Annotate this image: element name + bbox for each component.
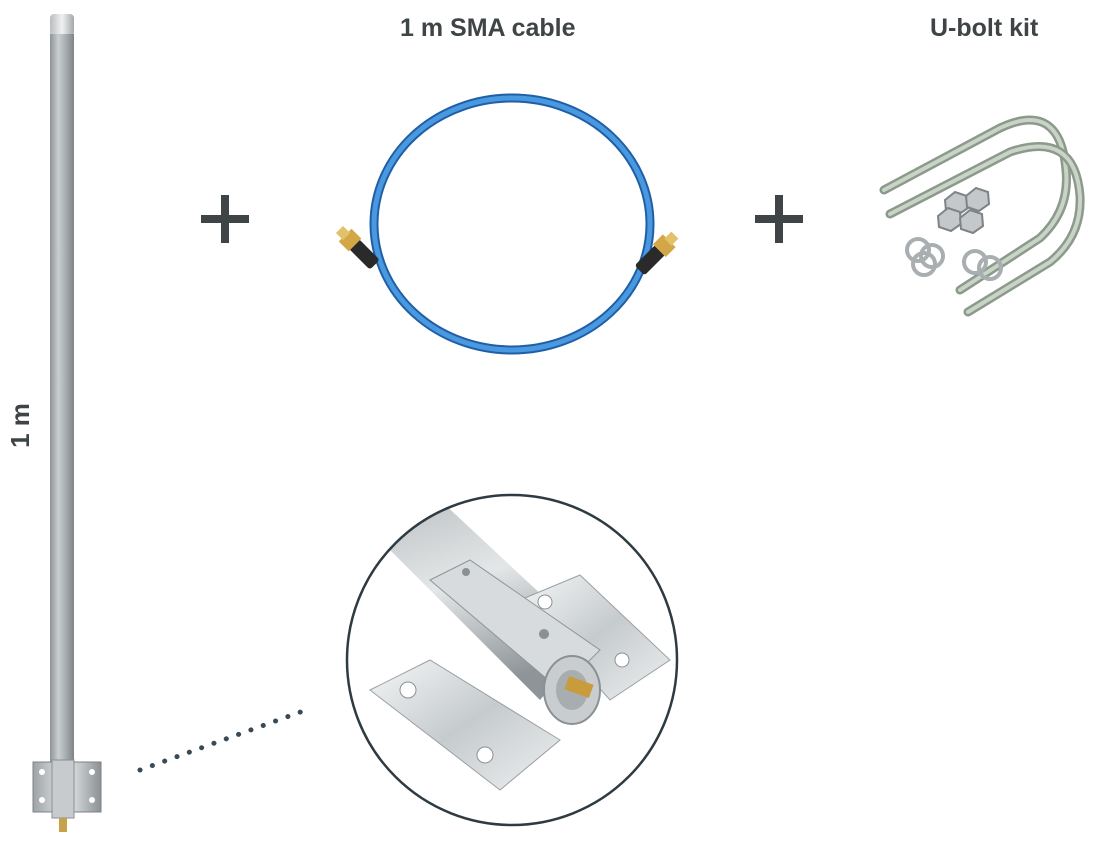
sma-cable-label: 1 m SMA cable [400,14,576,42]
plus-icon [755,195,803,243]
antenna-length-label: 1 m [4,403,35,448]
u-bolt-kit-label: U-bolt kit [930,14,1039,42]
plus-icon [201,195,249,243]
